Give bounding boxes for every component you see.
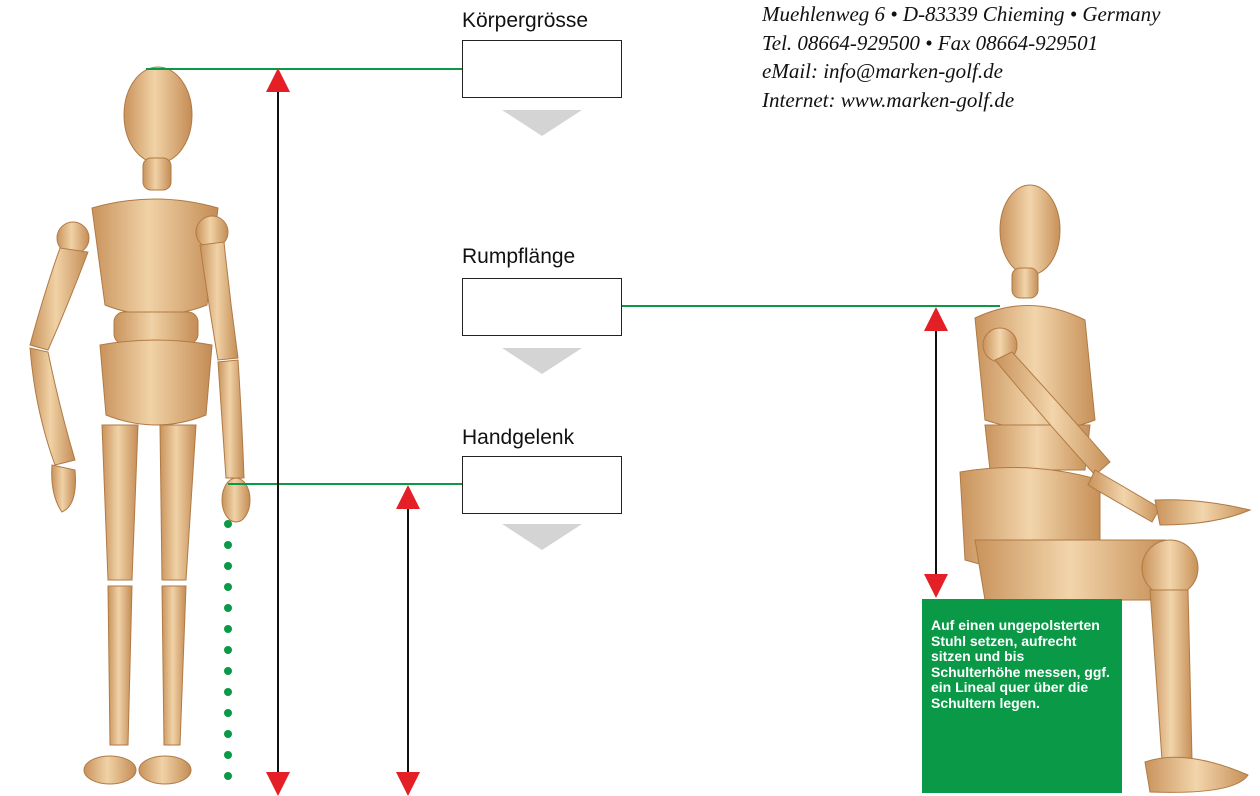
mannequin-chest: [92, 199, 218, 315]
mannequin-head: [124, 67, 192, 163]
contact-address: Muehlenweg 6 • D-83339 Chieming • German…: [762, 0, 1260, 29]
contact-email[interactable]: eMail: info@marken-golf.de: [762, 57, 1260, 86]
seated-measurement-instruction: Auf einen ungepolsterten Stuhl setzen, a…: [922, 599, 1122, 793]
wrist-to-floor-dotted-line: [224, 520, 232, 780]
rumpflaenge-down-arrow-icon: [502, 348, 582, 374]
seated-torso: [975, 305, 1095, 430]
handgelenk-input[interactable]: [462, 456, 622, 514]
koerpergroesse-down-arrow-icon: [502, 110, 582, 136]
body-height-arrow: [266, 68, 290, 796]
rumpflaenge-input[interactable]: [462, 278, 622, 336]
contact-website[interactable]: Internet: www.marken-golf.de: [762, 86, 1260, 115]
handgelenk-down-arrow-icon: [502, 524, 582, 550]
contact-info: Muehlenweg 6 • D-83339 Chieming • German…: [762, 0, 1260, 114]
wrist-height-arrow: [396, 485, 420, 796]
koerpergroesse-label: Körpergrösse: [462, 9, 588, 33]
mannequin-feet: [84, 756, 136, 784]
contact-phone-fax: Tel. 08664-929500 • Fax 08664-929501: [762, 29, 1260, 58]
koerpergroesse-input[interactable]: [462, 40, 622, 98]
mannequin-left-leg: [102, 425, 138, 580]
standing-mannequin: [30, 67, 250, 784]
torso-length-arrow: [924, 307, 948, 598]
mannequin-left-arm: [30, 248, 88, 350]
handgelenk-label: Handgelenk: [462, 426, 574, 450]
rumpflaenge-label: Rumpflänge: [462, 245, 575, 269]
